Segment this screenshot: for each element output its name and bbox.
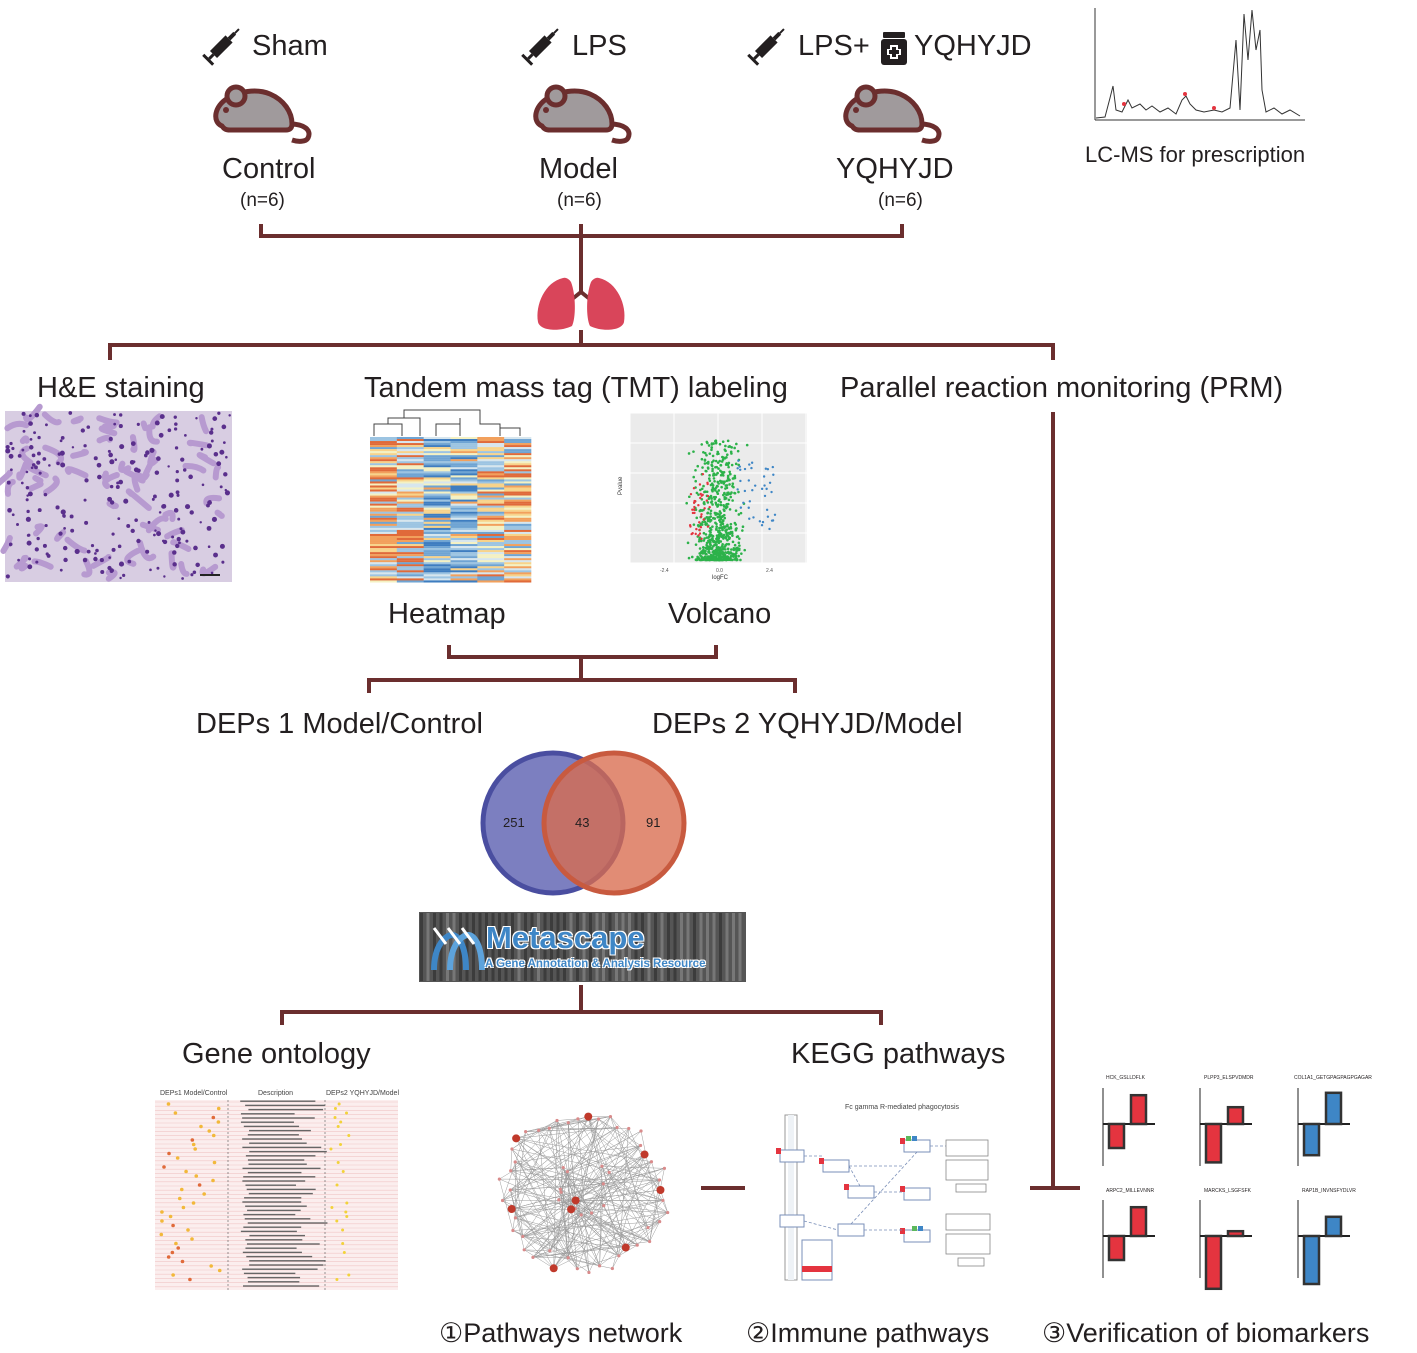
gene-ontology-label: Gene ontology: [182, 1038, 371, 1070]
kegg-pathways-label: KEGG pathways: [791, 1038, 1006, 1070]
group-yqhyjd: YQHYJD: [836, 153, 954, 185]
deps2-label: DEPs 2 YQHYJD/Model: [652, 708, 963, 740]
syringe-icon: [521, 28, 559, 66]
biomarker-title: PLPP3_ELSPVDMDR: [1204, 1075, 1254, 1081]
treatment-lps: LPS: [572, 30, 627, 62]
lung-icon: [537, 262, 625, 330]
venn-right-count: 91: [646, 815, 661, 830]
biomarker-title: MARCKS_LSGFSFK: [1204, 1188, 1251, 1194]
venn-overlap-count: 43: [575, 815, 590, 830]
volcano-label: Volcano: [668, 598, 772, 630]
go-col-description: Description: [258, 1090, 294, 1097]
group-control-n: (n=6): [240, 190, 285, 211]
group-yqhyjd-n: (n=6): [878, 190, 923, 211]
method-prm: Parallel reaction monitoring (PRM): [840, 372, 1284, 404]
venn-diagram: [480, 750, 687, 896]
medicine-bottle-icon: [881, 32, 907, 65]
connector-lines: [108, 224, 1080, 1190]
metascape-logo: [419, 912, 746, 982]
mouse-icon: [533, 84, 632, 144]
result-verification-biomarkers: ③Verification of biomarkers: [1042, 1318, 1370, 1348]
biomarker-title: HCK_GSLLDFLK: [1106, 1075, 1145, 1081]
mouse-icon: [843, 84, 942, 144]
mouse-icon: [213, 84, 312, 144]
venn-right-circle: [541, 750, 687, 896]
svg-text:logFC: logFC: [712, 575, 729, 581]
biomarker-title: COL1A1_GETGPAGPAGPGAGAR: [1294, 1075, 1372, 1081]
method-he-staining: H&E staining: [37, 372, 205, 404]
pathways-network: [497, 1112, 670, 1275]
metascape-subtitle: A Gene Annotation & Analysis Resource: [485, 958, 706, 970]
syringe-icon: [202, 28, 240, 66]
he-staining-image: [0, 403, 232, 582]
lcms-chromatogram: [1094, 8, 1305, 121]
svg-text:2.4: 2.4: [766, 568, 773, 574]
svg-text:0.0: 0.0: [716, 568, 723, 574]
biomarker-title: ARPC2_MILLEVNNR: [1106, 1188, 1155, 1194]
treatment-yqhyjd: YQHYJD: [914, 30, 1032, 62]
metascape-title: Metascape: [486, 920, 645, 955]
group-model-n: (n=6): [557, 190, 602, 211]
go-col-deps1: DEPs1 Model/Control: [160, 1090, 228, 1097]
svg-text:-2.4: -2.4: [660, 568, 669, 574]
go-col-deps2: DEPs2 YQHYJD/Model: [326, 1090, 400, 1097]
syringe-icon: [747, 28, 785, 66]
heatmap-image: [370, 409, 532, 583]
result-pathways-network: ①Pathways network: [439, 1318, 683, 1348]
treatment-lps-plus: LPS+: [798, 30, 870, 62]
biomarker-title: RAP1B_INVNSFYDLVR: [1302, 1188, 1356, 1194]
go-bubble-chart: [155, 1100, 398, 1290]
group-model: Model: [539, 153, 618, 185]
heatmap-label: Heatmap: [388, 598, 506, 630]
treatment-sham: Sham: [252, 30, 328, 62]
svg-text:Pvalue: Pvalue: [618, 476, 624, 495]
prm-bar-charts: [1102, 1088, 1350, 1291]
venn-left-count: 251: [503, 815, 525, 830]
result-immune-pathways: ②Immune pathways: [746, 1318, 990, 1348]
deps1-label: DEPs 1 Model/Control: [196, 708, 483, 740]
kegg-pathway-map: [776, 1114, 991, 1281]
volcano-plot: -2.4 0.0 2.4 logFC Pvalue: [618, 412, 807, 581]
method-tmt-labeling: Tandem mass tag (TMT) labeling: [364, 372, 788, 404]
lcms-label: LC-MS for prescription: [1085, 142, 1306, 167]
group-control: Control: [222, 153, 316, 185]
kegg-map-title: Fc gamma R-mediated phagocytosis: [845, 1104, 959, 1111]
